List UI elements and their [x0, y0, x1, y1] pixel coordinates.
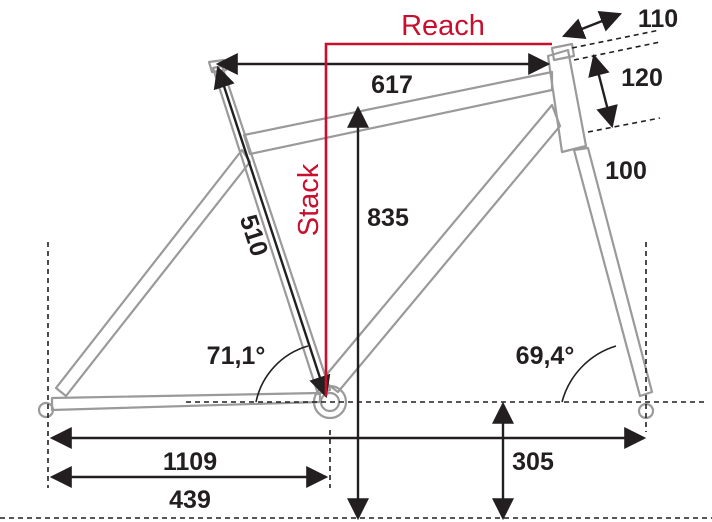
stack-label: Stack	[293, 163, 325, 236]
head-angle-label: 69,4°	[516, 342, 575, 370]
spacer-dimension	[588, 53, 618, 129]
rear-dropout	[37, 401, 55, 419]
headset-top	[550, 42, 576, 62]
reach-stack-lines	[324, 42, 552, 396]
head-angle-arc	[561, 345, 617, 403]
fork	[572, 146, 654, 398]
dimension-lines	[49, 11, 647, 521]
top-tube-label: 617	[371, 71, 413, 99]
head-tube-label: 100	[605, 157, 647, 185]
bb-height-label: 305	[512, 448, 554, 476]
stack-top-line	[571, 29, 661, 49]
spacers-label: 120	[621, 64, 663, 92]
chainstay-label: 439	[169, 486, 211, 514]
stem-label: 110	[638, 5, 678, 33]
seat-angle-label: 71,1°	[207, 342, 266, 370]
spacer-top-line	[573, 41, 661, 61]
head-tube	[546, 48, 588, 154]
stem-dimension	[561, 11, 623, 39]
head-tube-top-line	[587, 117, 661, 133]
reach-label: Reach	[401, 10, 485, 42]
wheelbase-label: 1109	[163, 448, 217, 476]
reach-stack-line	[324, 42, 552, 396]
stack-value-label: 835	[367, 204, 409, 232]
seat-tube-dimension	[213, 65, 331, 399]
